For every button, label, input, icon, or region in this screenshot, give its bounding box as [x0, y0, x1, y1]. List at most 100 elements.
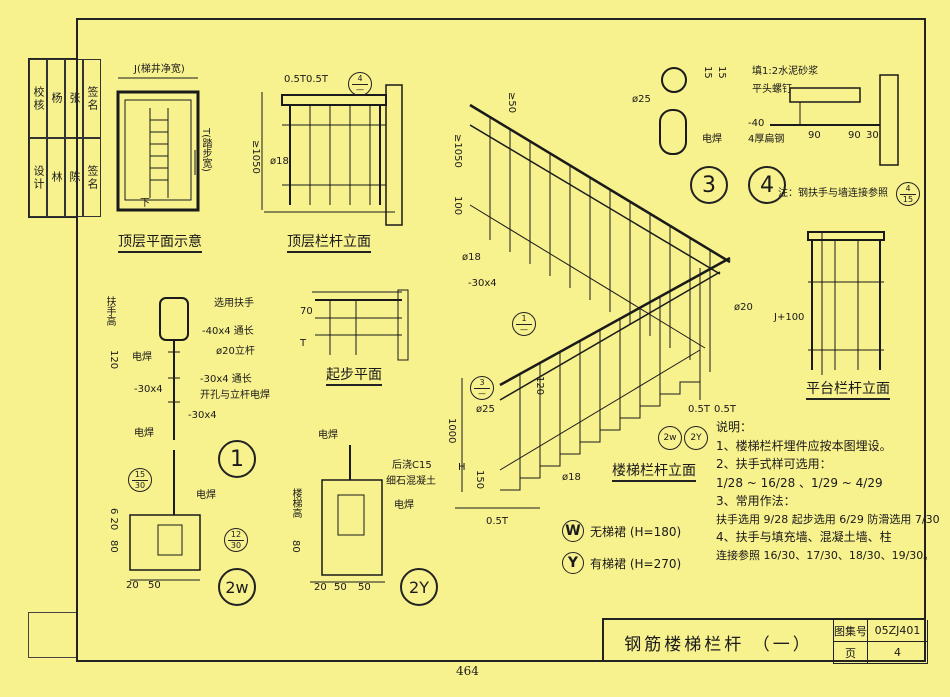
label-50: 50 — [148, 580, 161, 591]
detail-marker-2y: 2Y — [400, 568, 438, 606]
label-d25: ø25 — [476, 404, 495, 415]
page-value: 4 — [868, 642, 928, 664]
label-flat-40x4: -40x4 通长 — [202, 326, 254, 337]
label-handrail-select: 选用扶手 — [214, 298, 254, 309]
note-1: 1、楼梯栏杆埋件应按本图埋设。 — [716, 438, 892, 453]
legend-w: W 无梯裙 (H=180) — [562, 520, 681, 542]
label-80: 80 — [108, 540, 119, 553]
side-cell: 签名 — [83, 138, 101, 217]
label-120: 120 — [108, 350, 119, 370]
label-90: 90 — [848, 130, 861, 141]
ref-bubble: 2Y — [684, 426, 708, 450]
legend-y-text: 有梯裙 (H=270) — [590, 556, 682, 571]
label-50: 50 — [334, 582, 347, 593]
label-d18: ø18 — [270, 156, 289, 167]
label-t: T — [300, 338, 307, 349]
label-70: 70 — [300, 306, 313, 317]
legend-w-text: 无梯裙 (H=180) — [590, 524, 682, 539]
note-4-refs: 连接参照 16/30、17/30、18/30、19/30。 — [716, 548, 935, 562]
label-d18: ø18 — [462, 252, 481, 263]
label-05t: 0.5T — [688, 404, 711, 415]
label-weld: 电焊 — [318, 430, 338, 441]
label-fill-c15: 后浇C15 — [392, 460, 432, 471]
page-number: 464 — [456, 664, 479, 678]
ref-bubble: 1— — [512, 312, 536, 336]
label-fine-concrete: 细石混凝土 — [386, 476, 436, 487]
title-stair-railing: 楼梯栏杆立面 — [612, 463, 696, 483]
notes-heading: 说明： — [716, 420, 753, 434]
label-well-width: J(梯井净宽) — [134, 64, 185, 75]
label-90: 90 — [808, 130, 821, 141]
approval-strip: 校核 杨 张 签名 设计 林 陈 签名 — [28, 58, 101, 218]
label-flat-30x4: -30x4 — [468, 278, 497, 289]
side-cell: 设计 — [29, 138, 47, 217]
label-minus40: -40 — [748, 118, 765, 129]
label-20: 20 — [126, 580, 139, 591]
label-weld: 电焊 — [196, 490, 216, 501]
label-wall-note: 注：钢扶手与墙连接参照 — [778, 188, 888, 199]
label-05t: 0.5T — [284, 74, 307, 85]
label-flat-30x4-b: -30x4 — [188, 410, 217, 421]
label-tread-width: T(踏步宽) — [200, 128, 211, 172]
ref-bubble: 4— — [348, 72, 372, 96]
label-20: 20 — [314, 582, 327, 593]
title-top-railing: 顶层栏杆立面 — [287, 234, 371, 254]
detail-marker-2w: 2w — [218, 568, 256, 606]
label-15: 15 — [716, 66, 727, 79]
label-h: H — [458, 462, 466, 473]
note-2: 2、扶手式样可选用： — [716, 457, 832, 472]
ref-bubble: 2w — [658, 426, 682, 450]
label-h1050: ≥1050 — [250, 140, 261, 174]
label-80: 80 — [290, 540, 301, 553]
label-d25: ø25 — [632, 94, 651, 105]
label-620: 6 20 — [108, 508, 119, 531]
title-landing-railing: 平台栏杆立面 — [806, 381, 890, 401]
label-50: 50 — [358, 582, 371, 593]
label-h1050: ≥1050 — [452, 134, 463, 168]
label-120: 120 — [534, 376, 545, 396]
detail-marker-1: 1 — [218, 440, 256, 478]
label-100: 100 — [452, 196, 463, 216]
drawing-title: 钢筋楼梯栏杆 （一） — [604, 620, 834, 664]
label-15: 15 — [702, 66, 713, 79]
label-30: 30 — [866, 130, 879, 141]
label-05t: 0.5T — [714, 404, 737, 415]
legend-y: Y 有梯裙 (H=270) — [562, 552, 681, 574]
page-label: 页 — [834, 642, 868, 664]
label-d18: ø18 — [562, 472, 581, 483]
label-mortar: 填1:2水泥砂浆 — [752, 66, 819, 77]
label-post-20: ø20立杆 — [216, 346, 255, 357]
atlas-value: 05ZJ401 — [868, 620, 928, 642]
label-flat-30x4: -30x4 通长 — [200, 374, 252, 385]
side-cell: 校核 — [29, 59, 47, 138]
label-weld: 电焊 — [134, 428, 154, 439]
detail-marker-4: 4 — [748, 166, 786, 204]
note-4: 4、扶手与填充墙、混凝土墙、柱 — [716, 530, 892, 545]
side-cell: 杨 — [47, 59, 65, 138]
label-j100: J+100 — [774, 312, 805, 323]
legend-y-letter: Y — [562, 552, 584, 574]
label-flat-steel: 4厚扁钢 — [748, 134, 785, 145]
title-block: 钢筋楼梯栏杆 （一） 图集号 05ZJ401 页 4 — [602, 618, 928, 664]
detail-marker-3: 3 — [690, 166, 728, 204]
note-2-refs: 1/28 ~ 16/28 、1/29 ~ 4/29 — [716, 475, 883, 490]
note-3: 3、常用作法： — [716, 494, 796, 509]
label-1000: 1000 — [446, 418, 457, 444]
atlas-label: 图集号 — [834, 620, 868, 642]
label-hole-weld: 开孔与立杆电焊 — [200, 390, 270, 401]
title-start-plan: 起步平面 — [326, 367, 382, 387]
label-flat-30x4-c: -30x4 — [134, 384, 163, 395]
side-cell: 签名 — [83, 59, 101, 138]
label-05t: 0.5T — [306, 74, 329, 85]
drawing-frame — [76, 18, 926, 662]
label-d20: ø20 — [734, 302, 753, 313]
title-top-plan: 顶层平面示意 — [118, 234, 202, 254]
label-05t: 0.5T — [486, 516, 509, 527]
label-50: ≥50 — [506, 92, 517, 114]
side-cell: 林 — [47, 138, 65, 217]
